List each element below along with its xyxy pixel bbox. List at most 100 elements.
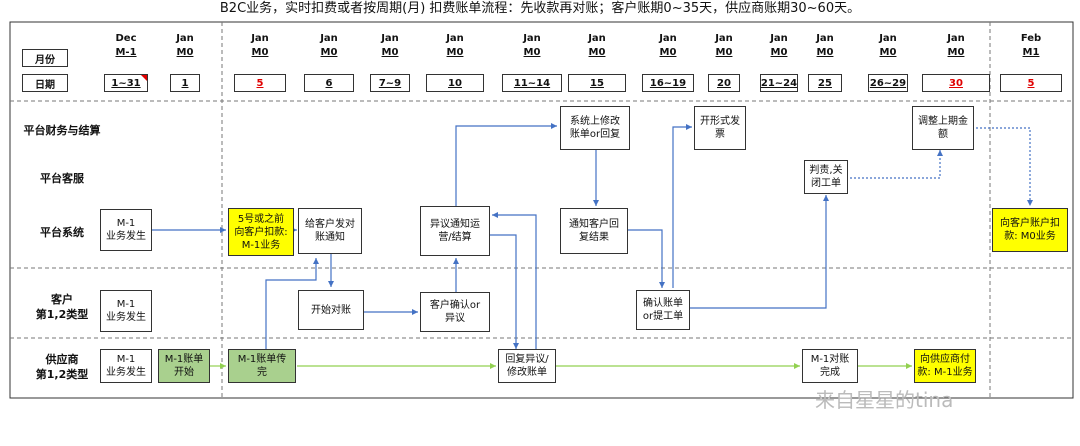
- date-cell-6: 11~14: [502, 74, 562, 92]
- node-judge-close: 判责,关 闭工单: [804, 160, 848, 194]
- month-code: M0: [588, 47, 606, 58]
- node-start-reconcile: 开始对账: [298, 290, 364, 330]
- arrow-adjust-febdeduct: [972, 127, 1033, 206]
- node-bill-sent: M-1账单传 完: [228, 349, 296, 383]
- month-name: Jan: [770, 33, 788, 44]
- month-name: Jan: [446, 33, 464, 44]
- month-code: M0: [320, 47, 338, 58]
- node-feb-deduct: 向客户账户扣 款: M0业务: [992, 208, 1068, 252]
- month-code: M-1: [115, 47, 137, 58]
- month-code: M0: [659, 47, 677, 58]
- date-cell-12: 26~29: [868, 74, 908, 92]
- month-label: 月份: [22, 49, 68, 67]
- lane-supplier: 供应商 第1,2类型: [35, 353, 89, 381]
- arrow-billsend-notify: [265, 258, 319, 349]
- lane-cs: 平台客服: [40, 171, 84, 185]
- date-cell-4: 7~9: [370, 74, 410, 92]
- date-label: 日期: [22, 74, 68, 92]
- node-reconcile-notice: 给客户发对 账通知: [298, 208, 362, 254]
- lane-customer: 客户 第1,2类型: [35, 293, 89, 321]
- date-cell-7: 15: [568, 74, 626, 92]
- date-cell-8: 16~19: [642, 74, 694, 92]
- watermark: 来自星星的tina: [815, 388, 954, 412]
- node-deduct-customer: 5号或之前 向客户扣款: M-1业务: [228, 208, 294, 256]
- date-cell-11: 25: [808, 74, 842, 92]
- date-cell-14: 5: [1000, 74, 1062, 92]
- arrow-judge-adjust: [846, 150, 943, 179]
- arrow-confirm-invoice: [672, 124, 692, 288]
- month-code: M0: [381, 47, 399, 58]
- date-cell-2: 5: [234, 74, 286, 92]
- comment-marker: [141, 75, 147, 81]
- node-dispute-notice: 异议通知运 营/结算: [420, 206, 490, 256]
- month-name: Jan: [176, 33, 194, 44]
- date-cell-13: 30: [922, 74, 990, 92]
- month-code: M1: [1022, 47, 1040, 58]
- month-code: M0: [251, 47, 269, 58]
- date-cell-9: 20: [708, 74, 740, 92]
- node-customer-confirm: 客户确认or 异议: [420, 292, 490, 332]
- node-bill-start: M-1账单 开始: [158, 349, 210, 383]
- month-name: Feb: [1020, 33, 1042, 44]
- arrow-dispute-modify: [455, 123, 557, 206]
- arrow-reply-dispute: [492, 212, 537, 349]
- month-name: Jan: [523, 33, 541, 44]
- date-cell-1: 1: [170, 74, 200, 92]
- month-name: Jan: [816, 33, 834, 44]
- month-code: M0: [176, 47, 194, 58]
- month-name: Jan: [659, 33, 677, 44]
- lane-system: 平台系统: [40, 225, 84, 239]
- month-name: Dec: [115, 33, 137, 44]
- month-name: Jan: [381, 33, 399, 44]
- month-name: Jan: [947, 33, 965, 44]
- month-code: M0: [446, 47, 464, 58]
- month-name: Jan: [715, 33, 733, 44]
- month-name: Jan: [588, 33, 606, 44]
- arrow-dispute-reply: [490, 234, 519, 349]
- date-cell-0: 1~31: [104, 74, 148, 92]
- lane-finance: 平台财务与结算: [23, 123, 101, 137]
- date-cell-3: 6: [304, 74, 354, 92]
- node-reconcile-done: M-1对账 完成: [802, 349, 858, 383]
- month-code: M0: [523, 47, 541, 58]
- node-customer-m1: M-1 业务发生: [100, 290, 152, 332]
- page-title: B2C业务，实时扣费或者按周期(月) 扣费账单流程：先收款再对账；客户账期0~3…: [219, 1, 861, 16]
- date-cell-10: 21~24: [760, 74, 798, 92]
- node-reply-dispute: 回复异议/ 修改账单: [498, 349, 556, 383]
- node-modify-bill: 系统上修改 账单or回复: [560, 106, 630, 150]
- node-adjust-amount: 调整上期金 额: [912, 106, 974, 150]
- arrow-result-confirm: [628, 229, 665, 288]
- node-notify-result: 通知客户回 复结果: [560, 208, 628, 254]
- arrow-confirm-judge: [690, 195, 829, 309]
- month-code: M0: [816, 47, 834, 58]
- month-code: M0: [879, 47, 897, 58]
- node-supplier-m1: M-1 业务发生: [100, 349, 152, 383]
- month-name: Jan: [879, 33, 897, 44]
- month-code: M0: [770, 47, 788, 58]
- node-system-m1: M-1 业务发生: [100, 209, 152, 251]
- node-proforma-invoice: 开形式发 票: [694, 106, 746, 150]
- month-code: M0: [947, 47, 965, 58]
- outer-border: [9, 21, 1074, 399]
- month-name: Jan: [320, 33, 338, 44]
- node-pay-supplier: 向供应商付 款: M-1业务: [914, 349, 976, 383]
- node-confirm-bill: 确认账单 or提工单: [636, 290, 690, 330]
- month-code: M0: [715, 47, 733, 58]
- date-cell-5: 10: [426, 74, 484, 92]
